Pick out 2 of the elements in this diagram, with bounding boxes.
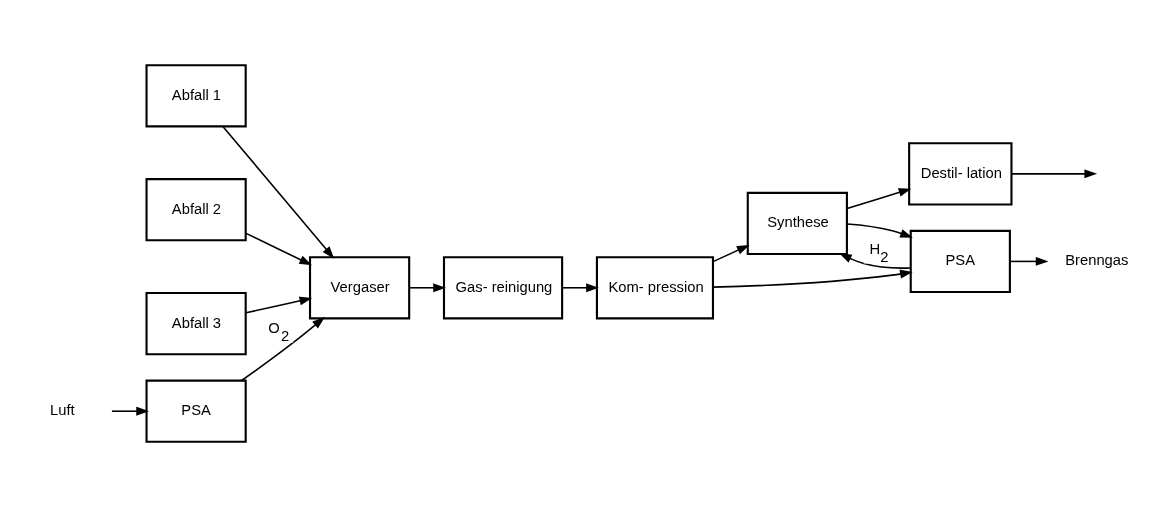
node-text: Brenngas [1065, 252, 1129, 269]
node-text: Luft [50, 402, 75, 419]
